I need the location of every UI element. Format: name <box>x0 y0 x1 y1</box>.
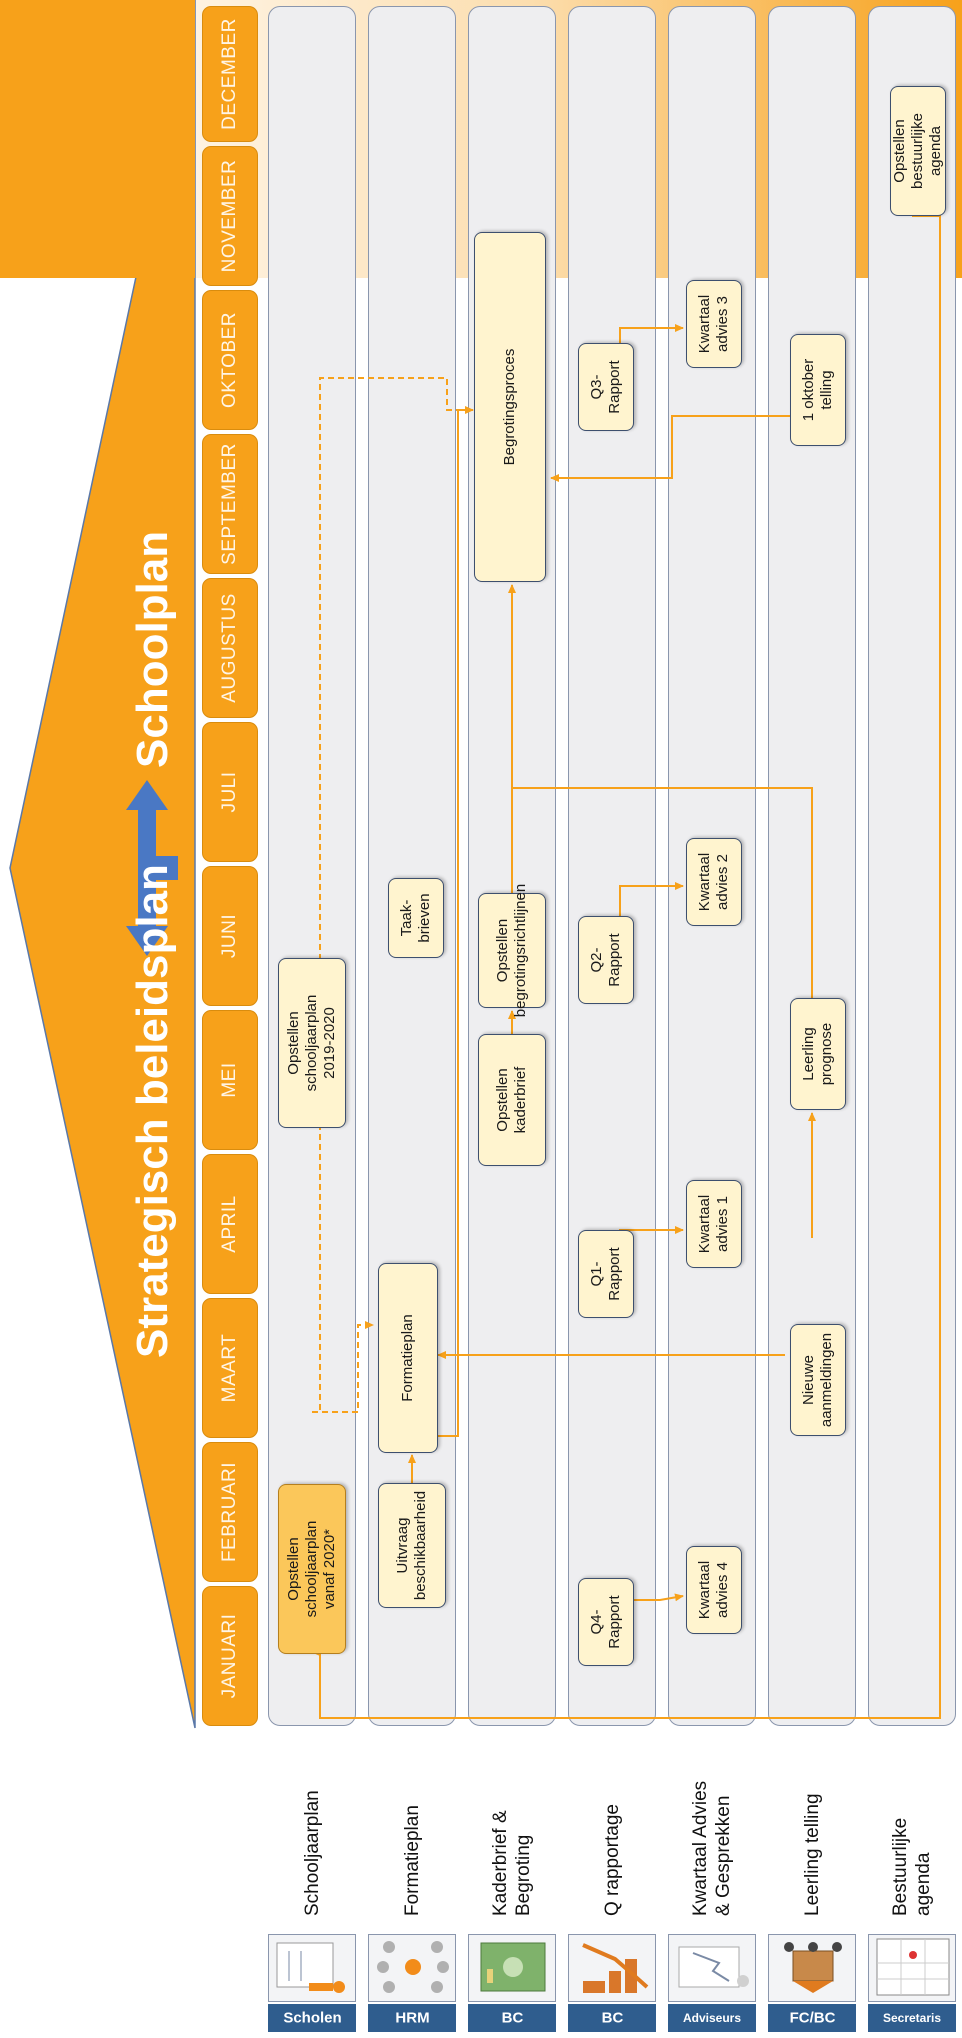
team-people-icon <box>368 1934 456 2002</box>
money-bills-icon <box>468 1934 556 2002</box>
box-uitvraag-beschikbaarheid: Uitvraag beschikbaarheid <box>378 1483 446 1608</box>
double-arrow-icon <box>126 780 178 956</box>
arrow-formatieplan-begrotingsproces <box>435 409 473 1437</box>
box-formatieplan: Formatieplan <box>378 1263 438 1453</box>
box-begrotingsproces: Begrotingsproces <box>474 232 546 582</box>
arrow-telling-begrotingsproces <box>550 415 790 482</box>
chart-review-icon <box>668 1934 756 2002</box>
box-q1-rapport: Q1- Rapport <box>578 1230 634 1318</box>
arrow-sjp-formatieplan <box>312 1321 374 1413</box>
box-nieuwe-aanmeldingen: Nieuwe aanmeldingen <box>790 1324 846 1436</box>
arrow-sjp-begrotingsproces <box>312 377 474 1413</box>
box-q4-rapport: Q4- Rapport <box>578 1578 634 1666</box>
box-kwartaal-advies-1: Kwartaal advies 1 <box>686 1180 742 1268</box>
bar-chart-icon <box>568 1934 656 2002</box>
box-bestuurlijke-agenda: Opstellen bestuurlijke agenda <box>890 86 946 216</box>
box-q3-rapport: Q3- Rapport <box>578 343 634 431</box>
box-schooljaarplan-2020: Opstellen schooljaarplan vanaf 2020* <box>278 1484 346 1654</box>
box-kwartaal-advies-4: Kwartaal advies 4 <box>686 1546 742 1634</box>
box-1-oktober-telling: 1 oktober telling <box>790 334 846 446</box>
box-kwartaal-advies-2: Kwartaal advies 2 <box>686 838 742 926</box>
calendar-icon <box>868 1934 956 2002</box>
box-q2-rapport: Q2- Rapport <box>578 916 634 1004</box>
box-opstellen-kaderbrief: Opstellen kaderbrief <box>478 1034 546 1166</box>
box-kwartaal-advies-3: Kwartaal advies 3 <box>686 280 742 368</box>
school-building-icon <box>768 1934 856 2002</box>
banner-triangle <box>9 0 196 1729</box>
box-taakbrieven: Taak- brieven <box>388 878 444 958</box>
box-schooljaarplan-2019-2020: Opstellen schooljaarplan 2019-2020 <box>278 958 346 1128</box>
box-begrotingsrichtlijnen: Opstellen begrotingsrichtlijnen <box>478 884 546 1017</box>
arrow-prognose-begrotingsproces <box>512 787 813 998</box>
orange-corner <box>0 0 195 278</box>
presenter-whiteboard-icon <box>268 1934 356 2002</box>
box-leerling-prognose: Leerling prognose <box>790 998 846 1110</box>
